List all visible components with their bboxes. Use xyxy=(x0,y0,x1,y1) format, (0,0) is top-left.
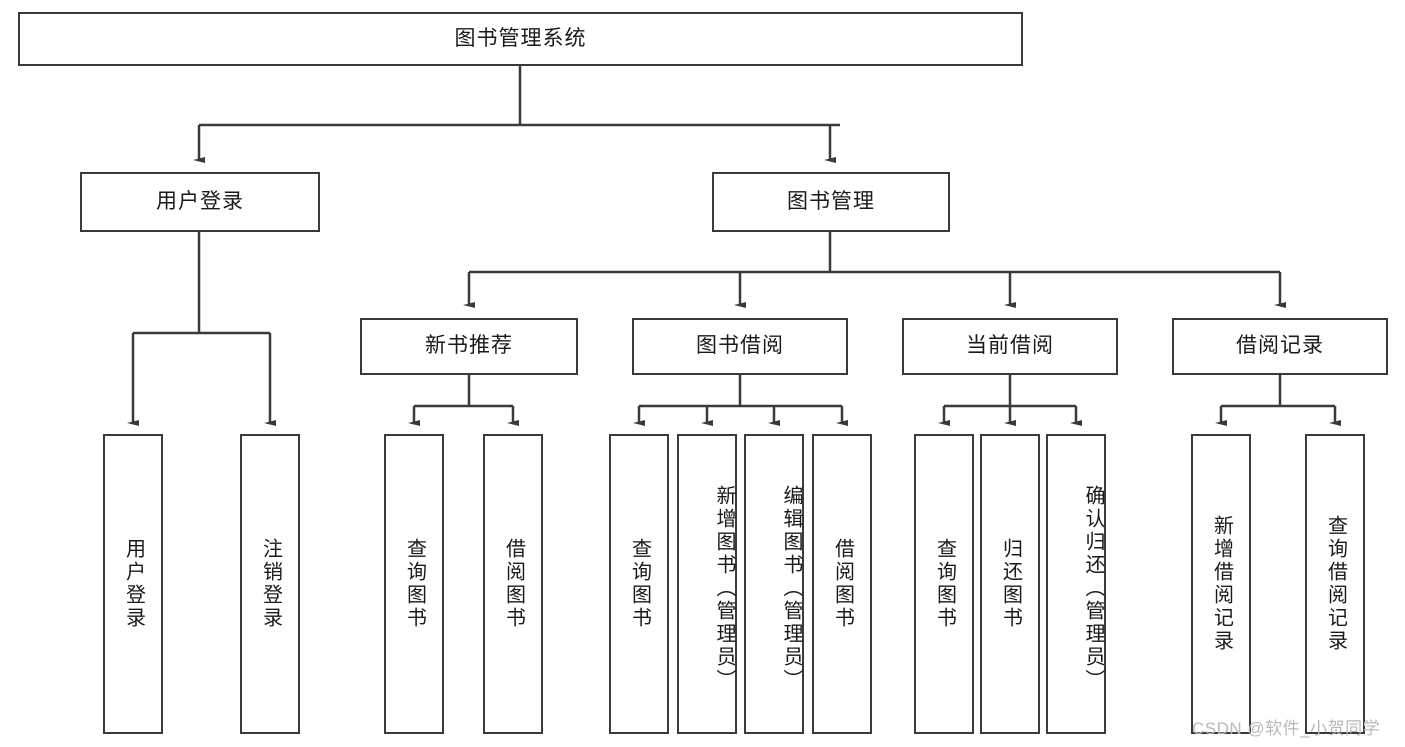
leaf-borrow-record-2-label: 查询借阅记录 xyxy=(1324,515,1347,653)
node-current-borrow-label: 当前借阅 xyxy=(966,334,1054,358)
leaf-current-borrow-1-label: 查询图书 xyxy=(933,538,956,630)
node-book-management[interactable]: 图书管理 xyxy=(712,172,950,232)
node-new-book-recommend[interactable]: 新书推荐 xyxy=(360,318,578,375)
node-new-book-recommend-label: 新书推荐 xyxy=(425,334,513,358)
leaf-current-borrow-2-label: 归还图书 xyxy=(999,538,1022,630)
leaf-book-borrow-4-label: 借阅图书 xyxy=(831,538,854,630)
leaf-new-book-1-label: 查询图书 xyxy=(403,538,426,630)
node-current-borrow[interactable]: 当前借阅 xyxy=(902,318,1118,375)
leaf-borrow-record-1[interactable]: 新增借阅记录 xyxy=(1191,434,1251,734)
node-borrow-record[interactable]: 借阅记录 xyxy=(1172,318,1388,375)
leaf-borrow-record-2[interactable]: 查询借阅记录 xyxy=(1305,434,1365,734)
leaf-user-login-1-label: 用户登录 xyxy=(122,538,145,630)
leaf-book-borrow-2-label: 新增图书（管理员） xyxy=(713,484,735,692)
leaf-book-borrow-2[interactable]: 新增图书（管理员） xyxy=(677,434,737,734)
leaf-new-book-2[interactable]: 借阅图书 xyxy=(483,434,543,734)
leaf-book-borrow-1-label: 查询图书 xyxy=(628,538,651,630)
leaf-current-borrow-2[interactable]: 归还图书 xyxy=(980,434,1040,734)
node-root[interactable]: 图书管理系统 xyxy=(18,12,1023,66)
leaf-current-borrow-3[interactable]: 确认归还（管理员） xyxy=(1046,434,1106,734)
leaf-current-borrow-3-label: 确认归还（管理员） xyxy=(1082,484,1104,692)
leaf-new-book-2-label: 借阅图书 xyxy=(502,538,525,630)
node-book-borrow[interactable]: 图书借阅 xyxy=(632,318,848,375)
node-user-login-label: 用户登录 xyxy=(156,189,244,213)
watermark-text: CSDN @软件_小贺同学 xyxy=(1192,719,1381,738)
node-book-management-label: 图书管理 xyxy=(787,189,875,213)
leaf-user-login-1[interactable]: 用户登录 xyxy=(103,434,163,734)
leaf-book-borrow-4[interactable]: 借阅图书 xyxy=(812,434,872,734)
leaf-user-login-2-label: 注销登录 xyxy=(259,538,282,630)
node-root-label: 图书管理系统 xyxy=(454,26,587,50)
leaf-book-borrow-1[interactable]: 查询图书 xyxy=(609,434,669,734)
leaf-current-borrow-1[interactable]: 查询图书 xyxy=(914,434,974,734)
leaf-book-borrow-3[interactable]: 编辑图书（管理员） xyxy=(744,434,804,734)
leaf-user-login-2[interactable]: 注销登录 xyxy=(240,434,300,734)
node-user-login[interactable]: 用户登录 xyxy=(80,172,320,232)
leaf-new-book-1[interactable]: 查询图书 xyxy=(384,434,444,734)
node-book-borrow-label: 图书借阅 xyxy=(696,334,784,358)
leaf-book-borrow-3-label: 编辑图书（管理员） xyxy=(780,484,802,692)
leaf-borrow-record-1-label: 新增借阅记录 xyxy=(1210,515,1233,653)
node-borrow-record-label: 借阅记录 xyxy=(1236,334,1324,358)
